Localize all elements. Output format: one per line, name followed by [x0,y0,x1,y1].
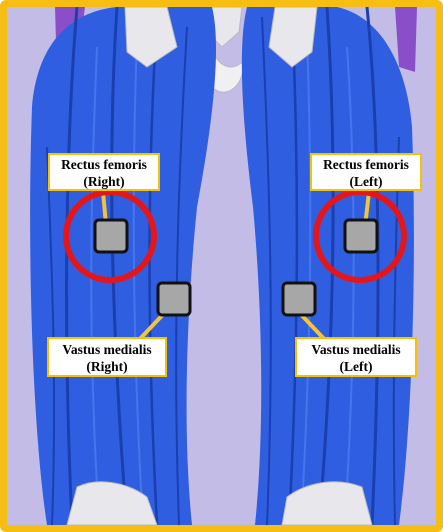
rf-left-label-line2: (Left) [312,173,420,190]
rf-right-marker-icon [95,220,127,252]
rf-left-label: Rectus femoris (Left) [310,153,422,191]
rf-right-label-line2: (Right) [50,173,158,190]
vm-right-label-line1: Vastus medialis [49,341,165,358]
thigh-muscles-illustration [7,7,436,525]
vm-left-label-line1: Vastus medialis [297,341,415,358]
rf-left-label-line1: Rectus femoris [312,156,420,173]
rf-left-marker-icon [345,220,377,252]
vm-right-marker-icon [158,283,190,315]
vm-right-label-line2: (Right) [49,358,165,375]
vm-right-label: Vastus medialis (Right) [47,337,167,377]
vm-left-label: Vastus medialis (Left) [295,337,417,377]
vm-left-marker-icon [283,283,315,315]
right-side-muscle [395,7,417,72]
right-thigh [30,7,216,525]
rf-right-label-line1: Rectus femoris [50,156,158,173]
rf-right-label: Rectus femoris (Right) [48,153,160,191]
vm-left-label-line2: (Left) [297,358,415,375]
